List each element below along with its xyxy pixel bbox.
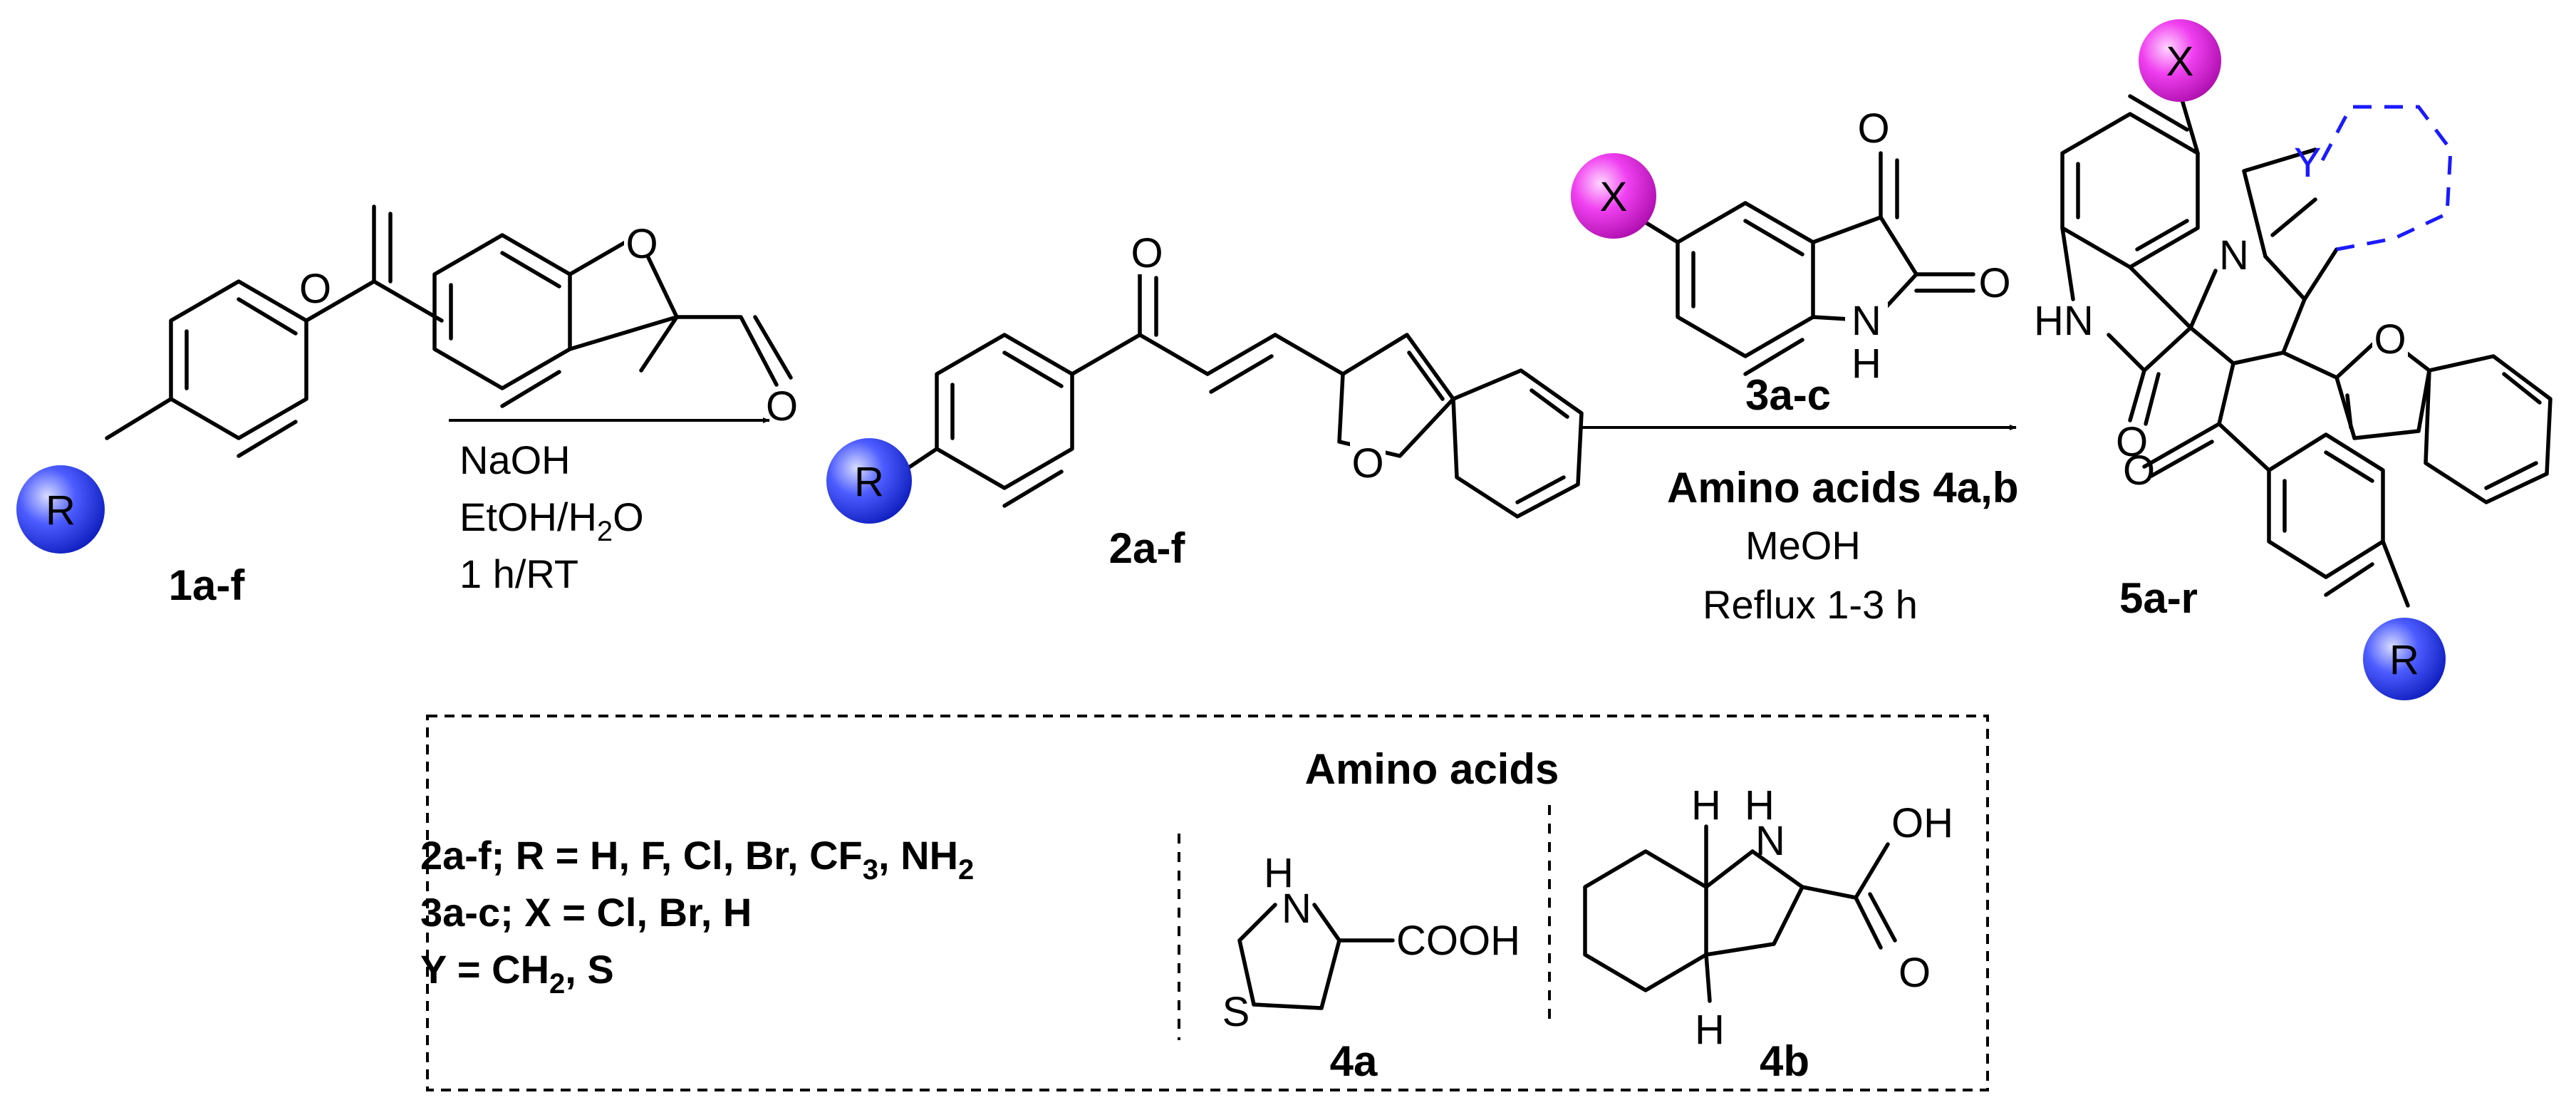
x-substituent-sphere: [1571, 153, 1656, 239]
oxygen-label: O: [299, 266, 331, 312]
n-label: N: [2219, 232, 2249, 279]
compound-4a: H N S COOH 4a: [1222, 850, 1520, 1085]
hn-label: HN: [2034, 298, 2094, 344]
r-label: R: [854, 459, 884, 505]
r-substituent-sphere: [826, 438, 912, 524]
compound-1-label: 1a-f: [169, 561, 246, 609]
legend-line-3: Y = CH2, S: [420, 947, 614, 1000]
x-substituent-sphere: [2139, 19, 2221, 102]
r-label: R: [46, 487, 76, 534]
compound-2-label: 2a-f: [1109, 524, 1186, 572]
step2-reagent-2: MeOH: [1745, 523, 1861, 568]
oxygen-label: O: [2374, 316, 2406, 363]
compound-4a-label: 4a: [1330, 1037, 1378, 1085]
oxygen-label: O: [2116, 419, 2148, 465]
x-label: X: [1600, 174, 1628, 220]
compound-3-label: 3a-c: [1745, 371, 1831, 419]
compound-5-label: 5a-r: [2119, 574, 2198, 622]
s-label: S: [1222, 989, 1250, 1035]
compound-2: R O O 2a-f: [826, 230, 1584, 572]
compound-3: X O O N H 3a-c: [1571, 105, 2011, 419]
oxygen-label: O: [766, 383, 798, 430]
nh-label: N: [1852, 298, 1881, 344]
step1-reagent-benzofuran-aldehyde: O O: [432, 221, 798, 430]
n-label: N: [1755, 818, 1785, 864]
oxygen-label: O: [1899, 950, 1931, 996]
cooh-label: COOH: [1396, 918, 1520, 964]
step2-reagent-1: Amino acids 4a,b: [1667, 464, 2018, 512]
r-substituent-sphere: [16, 465, 105, 554]
step1-reagent-1: NaOH: [459, 437, 571, 482]
h-label: H: [1691, 782, 1721, 829]
legend-box: [426, 715, 1989, 1091]
compound-1: R O 1a-f: [16, 204, 444, 609]
oxygen-label: O: [1131, 230, 1163, 276]
x-label: X: [2166, 38, 2194, 85]
step1-reagent-3: 1 h/RT: [459, 551, 578, 596]
h-label: H: [1745, 782, 1775, 829]
r-label: R: [2389, 637, 2419, 683]
compound-5: X HN O N Y O R O 5a-r: [2034, 19, 2552, 700]
h-label: H: [1852, 341, 1881, 387]
legend-line-1: 2a-f; R = H, F, Cl, Br, CF3, NH2: [420, 833, 974, 886]
oh-label: OH: [1891, 800, 1953, 846]
oxygen-label: O: [1351, 440, 1383, 487]
compound-4b-label: 4b: [1760, 1037, 1809, 1085]
y-ring-dashed: [2320, 105, 2453, 251]
y-label: Y: [2294, 140, 2322, 186]
oxygen-label: O: [625, 221, 658, 267]
step1-reagent-2: EtOH/H2O: [459, 494, 644, 547]
legend-title: Amino acids: [1305, 745, 1559, 793]
compound-4b: H H N OH O H 4b: [1583, 782, 1953, 1085]
h-label: H: [1695, 1007, 1725, 1053]
r-substituent-sphere: [2363, 618, 2446, 700]
step2-reagent-3: Reflux 1-3 h: [1703, 582, 1918, 627]
legend-line-2: 3a-c; X = Cl, Br, H: [420, 890, 752, 935]
n-label: N: [1282, 886, 1312, 932]
oxygen-label: O: [1857, 105, 1889, 152]
oxygen-label: O: [2123, 447, 2155, 494]
h-label: H: [1264, 850, 1294, 896]
oxygen-label: O: [1978, 260, 2010, 306]
